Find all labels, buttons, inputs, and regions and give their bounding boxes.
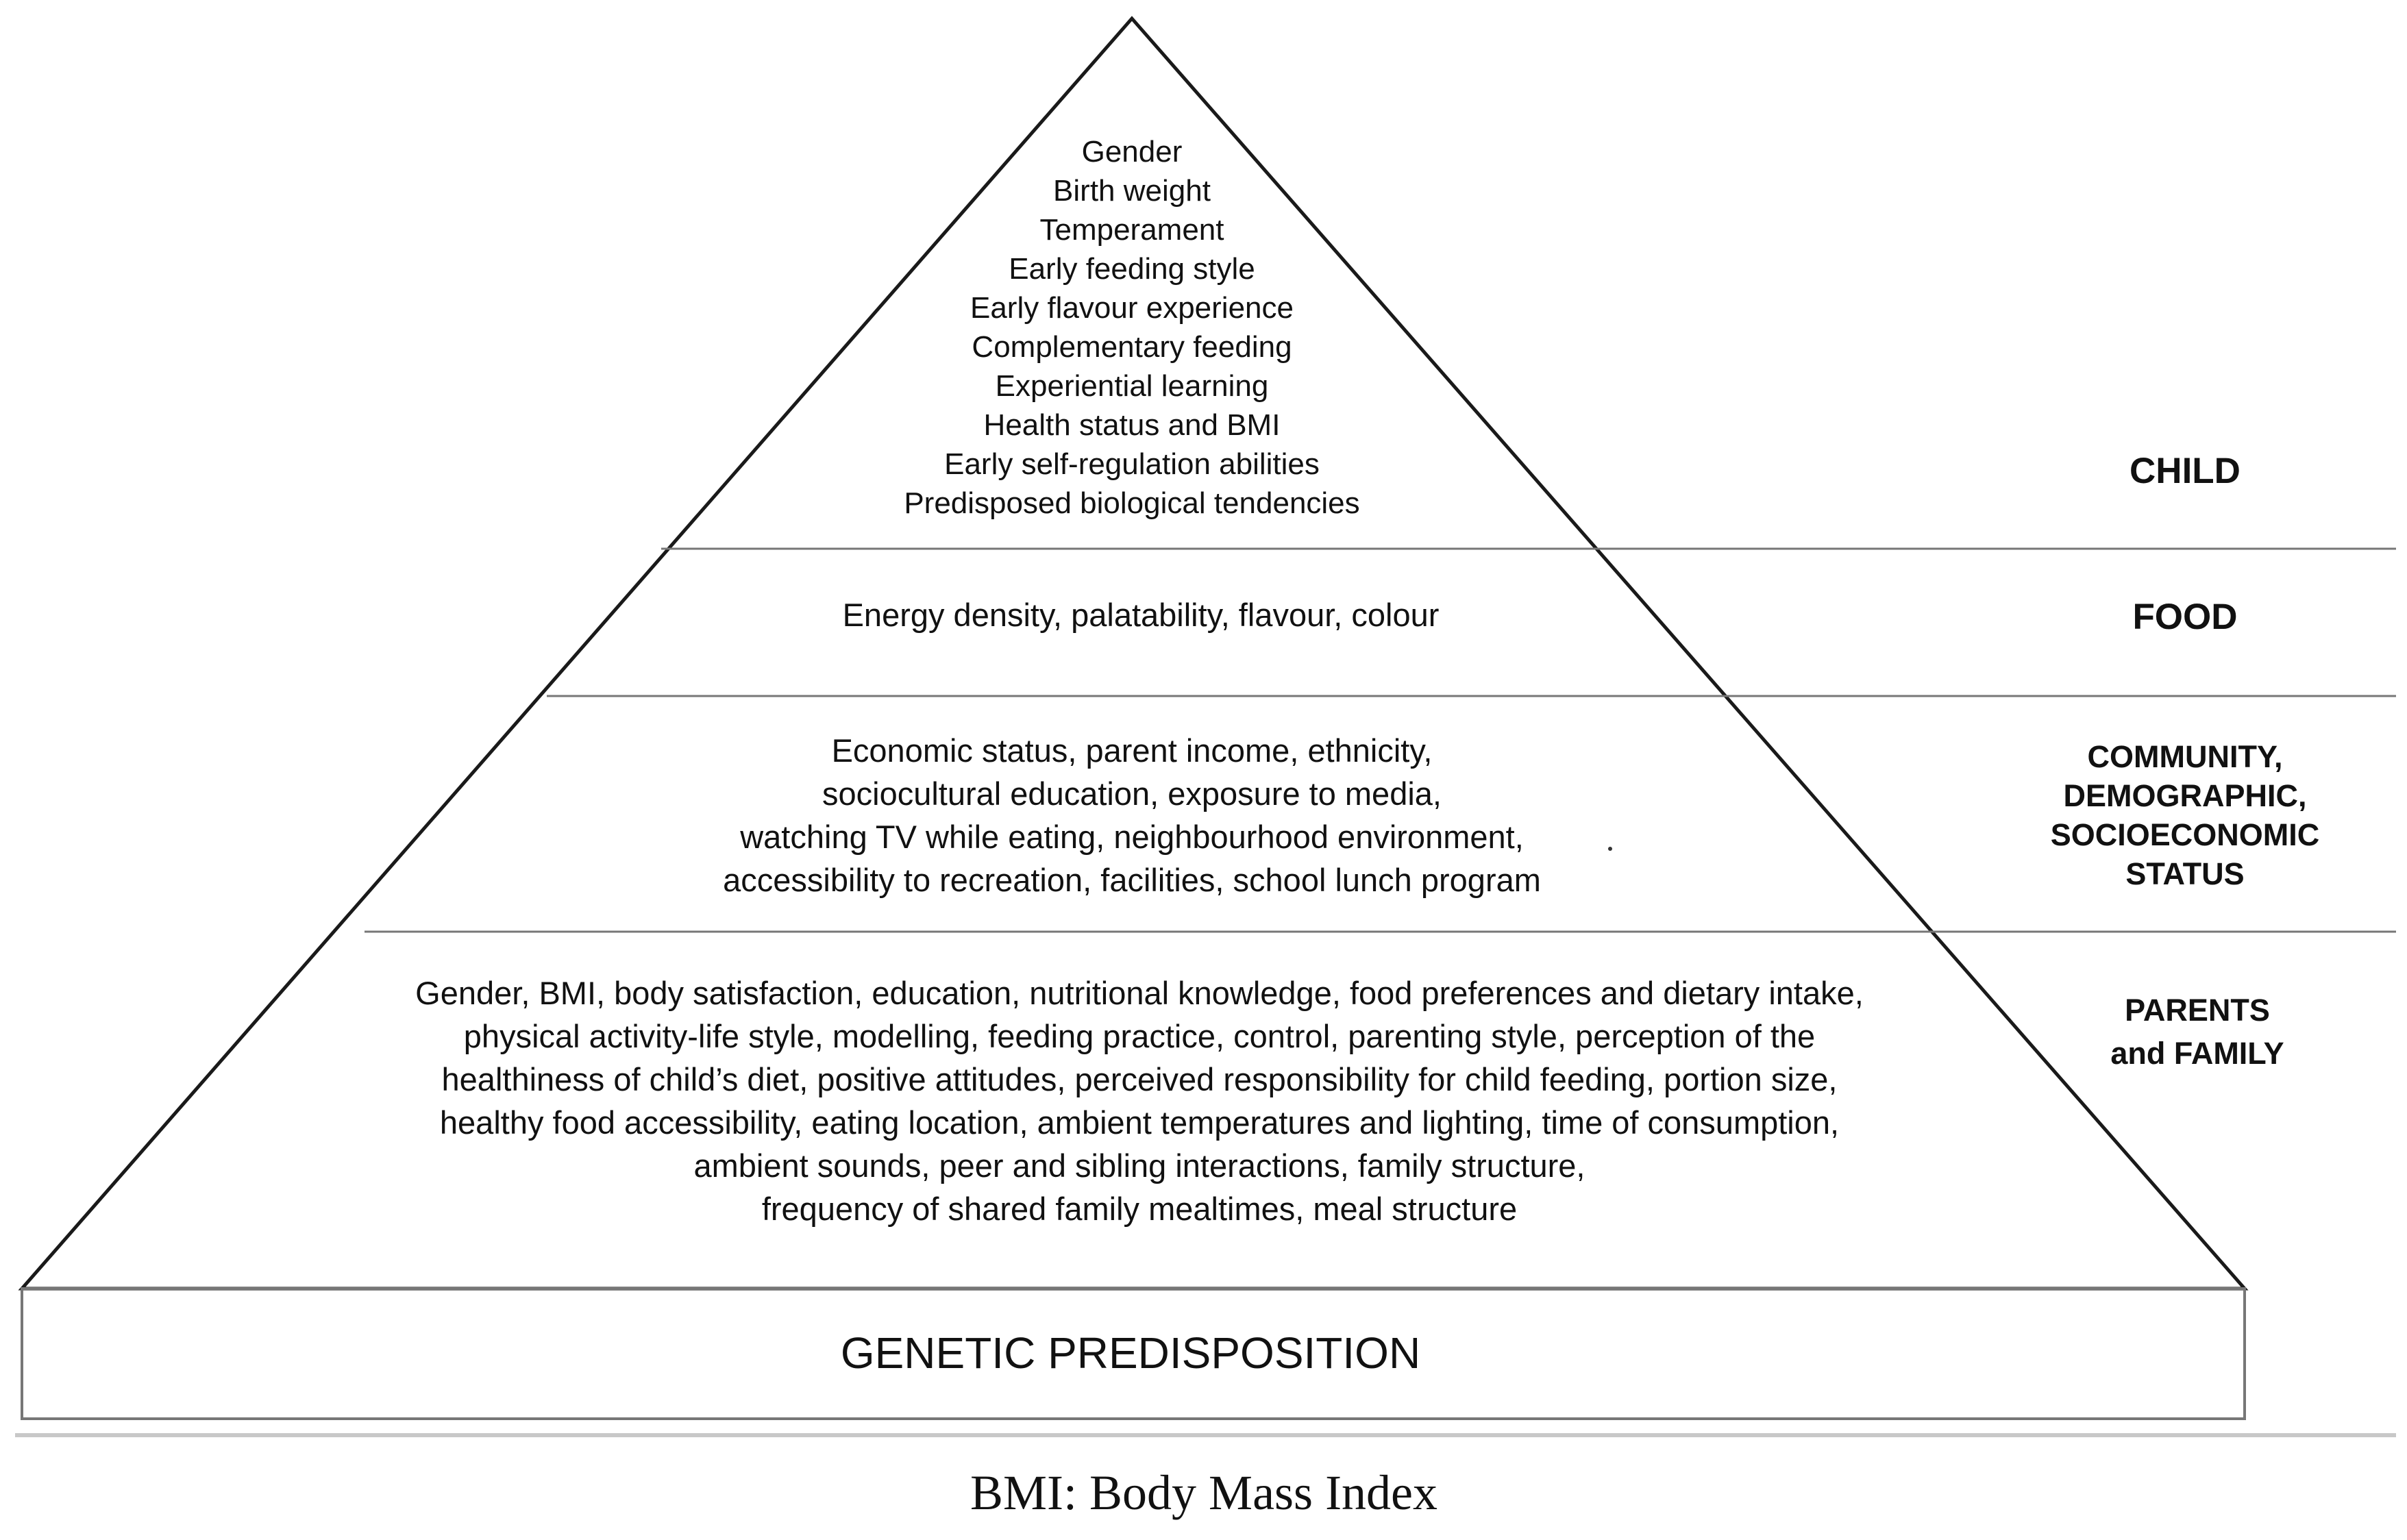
food-description: Energy density, palatability, flavour, c… xyxy=(843,597,1440,633)
parents-line: frequency of shared family mealtimes, me… xyxy=(762,1191,1517,1227)
child-item: Temperament xyxy=(1039,213,1224,247)
community-line: accessibility to recreation, facilities,… xyxy=(723,862,1541,898)
label-community-line: COMMUNITY, xyxy=(2088,739,2283,774)
base-label: GENETIC PREDISPOSITION xyxy=(841,1328,1420,1378)
parents-description: Gender, BMI, body satisfaction, educatio… xyxy=(415,975,1864,1227)
label-community-line: STATUS xyxy=(2125,856,2244,891)
child-items: Gender Birth weight Temperament Early fe… xyxy=(904,135,1359,520)
label-parents: PARENTS and FAMILY xyxy=(2110,993,2284,1071)
label-community-line: DEMOGRAPHIC, xyxy=(2063,778,2306,813)
community-line: Economic status, parent income, ethnicit… xyxy=(832,732,1433,769)
child-item: Predisposed biological tendencies xyxy=(904,486,1359,520)
child-item: Birth weight xyxy=(1053,174,1211,208)
stray-dot xyxy=(1608,847,1612,851)
community-line: sociocultural education, exposure to med… xyxy=(822,775,1442,812)
parents-line: ambient sounds, peer and sibling interac… xyxy=(694,1147,1585,1184)
child-item: Early flavour experience xyxy=(970,291,1294,325)
child-item: Early self-regulation abilities xyxy=(944,447,1320,481)
child-item: Experiential learning xyxy=(996,369,1269,403)
parents-line: Gender, BMI, body satisfaction, educatio… xyxy=(415,975,1864,1011)
community-line: watching TV while eating, neighbourhood … xyxy=(739,819,1524,855)
pyramid-outline xyxy=(18,16,2249,1291)
label-parents-line: and FAMILY xyxy=(2110,1036,2284,1071)
child-item: Complementary feeding xyxy=(972,330,1292,364)
label-community-line: SOCIOECONOMIC xyxy=(2051,817,2320,852)
figure-caption: BMI: Body Mass Index xyxy=(970,1465,1437,1520)
label-community: COMMUNITY, DEMOGRAPHIC, SOCIOECONOMIC ST… xyxy=(2051,739,2320,891)
child-item: Health status and BMI xyxy=(984,408,1281,442)
child-item: Gender xyxy=(1082,135,1183,169)
parents-line: physical activity-life style, modelling,… xyxy=(464,1018,1815,1054)
label-food: FOOD xyxy=(2132,597,2237,637)
label-parents-line: PARENTS xyxy=(2125,993,2270,1028)
label-child: CHILD xyxy=(2130,451,2241,491)
parents-line: healthy food accessibility, eating locat… xyxy=(440,1104,1839,1141)
base-box xyxy=(21,1287,2246,1420)
parents-line: healthiness of child’s diet, positive at… xyxy=(442,1061,1838,1097)
child-item: Early feeding style xyxy=(1009,252,1255,286)
community-description: Economic status, parent income, ethnicit… xyxy=(723,732,1541,898)
